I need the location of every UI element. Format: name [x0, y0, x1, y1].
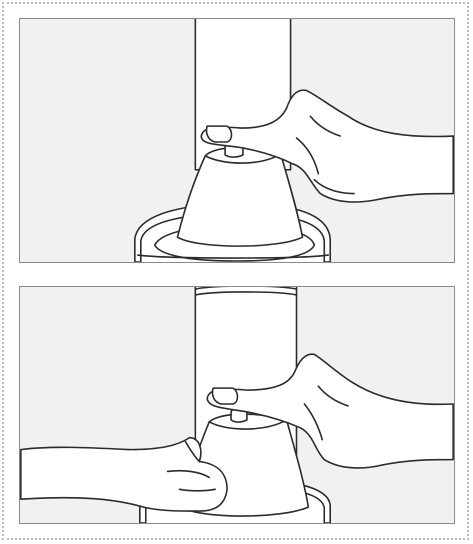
left-hand-icon — [21, 438, 227, 511]
panel-bottom-drawing — [20, 287, 454, 523]
illustration-panel-top — [19, 18, 455, 263]
illustration-panel-bottom — [19, 286, 455, 524]
panel-top-drawing — [20, 19, 454, 262]
